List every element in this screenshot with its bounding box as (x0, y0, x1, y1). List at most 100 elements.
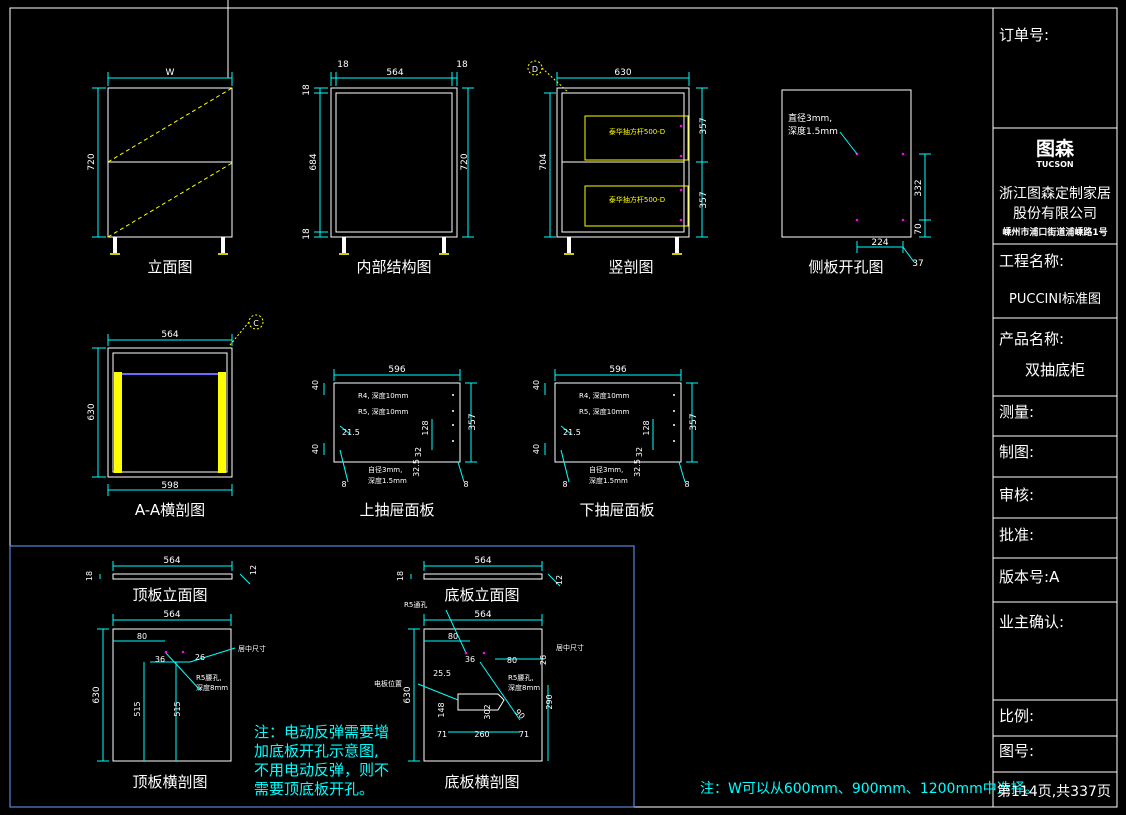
owner-confirm-label: 业主确认: (999, 613, 1065, 631)
product-label: 产品名称: (999, 330, 1065, 348)
bpp-dim-36: 36 (465, 655, 475, 664)
version-label: 版本号:A (999, 566, 1059, 587)
side-dim-224: 224 (871, 238, 888, 248)
td-dim-357: 357 (468, 413, 478, 430)
top-panel-plan-title: 顶板横剖图 (132, 773, 208, 791)
bd-dim-32: 32 (635, 447, 644, 457)
bd-dim-40a: 40 (532, 380, 541, 390)
section-dim-bottom: 357 (699, 191, 709, 208)
bottom-drawer-panel-view: 596 R4, 深度10mm R5, 深度10mm 21.5 自径3mm, 深度… (532, 365, 699, 489)
bd-dim-w: 596 (609, 365, 626, 375)
side-dim-37: 37 (912, 259, 923, 269)
bd-dim-128: 128 (642, 420, 651, 435)
note-line-3: 不用电动反弹，则不 (254, 761, 390, 779)
aa-dim-bottom: 598 (161, 481, 178, 491)
tpp-dim-80: 80 (137, 632, 147, 641)
bpp-dim-h: 630 (403, 686, 413, 703)
company-name-1: 浙江图森定制家居 (999, 186, 1111, 202)
bottom-panel-plan-title: 底板横剖图 (444, 773, 520, 791)
aa-section-title: A-A横剖图 (134, 501, 206, 519)
bd-dim-357: 357 (689, 413, 699, 430)
tpp-hole-2: 深度8mm (196, 683, 228, 692)
td-dim-32: 32 (414, 447, 423, 457)
tpp-dim-36: 36 (155, 655, 165, 664)
title-block-grid (993, 127, 1117, 773)
bpp-dim-25: 25.5 (433, 669, 451, 678)
inner-dim-h: 684 (309, 153, 319, 170)
td-dim-w: 596 (388, 365, 405, 375)
bpp-hole-2: 深度8mm (508, 683, 540, 692)
bottom-panel-elev-title: 底板立面图 (444, 586, 520, 604)
tpp-dim-h: 630 (92, 686, 102, 703)
top-panel-elev-title: 顶板立面图 (132, 586, 208, 604)
bottom-drawer-title: 下抽屉面板 (579, 501, 655, 519)
section-callout: D (532, 65, 538, 74)
td-dim-40a: 40 (311, 380, 320, 390)
width-options-note: 注：W可以从600mm、900mm、1200mm中选择。 (700, 781, 1039, 797)
bpp-dim-80b: 80 (507, 656, 517, 665)
bottom-panel-elevation-view: 564 18 12 (396, 556, 564, 587)
bd-dim-40b: 40 (532, 444, 541, 454)
vertical-section-view: D 630 704 357 357 泰华抽方杆500-D 泰华抽方杆500-D (527, 60, 709, 255)
aa-dim-h: 630 (87, 403, 97, 420)
tpe-dim-h: 18 (85, 571, 94, 581)
tpp-centre: 居中尺寸 (238, 644, 266, 653)
measure-label: 测量: (999, 403, 1035, 421)
bd-d5: 深度1.5mm (589, 476, 628, 485)
td-dim-32b: 32.5 (412, 459, 421, 477)
section-dim-h: 704 (539, 153, 549, 170)
company-logo: 图森 TUCSON (993, 138, 1117, 170)
td-dim-40b: 40 (311, 444, 320, 454)
top-drawer-title: 上抽屉面板 (359, 501, 435, 519)
company-name-2: 股份有限公司 (1013, 206, 1097, 222)
side-dim-332: 332 (914, 179, 924, 196)
top-panel-elevation-view: 564 18 12 (85, 556, 258, 585)
tpp-dim-26: 26 (195, 653, 205, 662)
tpp-dim-515a: 515 (133, 701, 142, 716)
bd-dim-8a: 8 (562, 480, 567, 489)
side-note-2: 深度1.5mm (788, 125, 838, 137)
aa-section-view: C 564 598 630 (87, 314, 264, 496)
note-line-4: 需要顶底板开孔。 (254, 780, 375, 798)
tpp-dim-515b: 515 (173, 701, 182, 716)
section-dim-w: 630 (614, 68, 631, 78)
draw-label: 制图: (999, 443, 1035, 461)
inner-dim-total: 720 (460, 153, 470, 170)
logo-cn: 图森 (1035, 138, 1074, 160)
tpp-dim-w: 564 (163, 610, 180, 620)
bd-d4: 自径3mm, (589, 465, 623, 474)
drawing-number-label: 图号: (999, 742, 1035, 760)
inner-structure-title: 内部结构图 (356, 258, 432, 276)
aa-dim-top: 564 (161, 330, 178, 340)
side-note-1: 直径3mm, (788, 112, 832, 124)
project-value: PUCCINI标准图 (1009, 292, 1101, 307)
vertical-section-title: 竖剖图 (608, 258, 654, 276)
tpe-dim-r: 12 (249, 565, 258, 575)
side-panel-view: 直径3mm, 深度1.5mm 332 70 224 37 (781, 89, 931, 269)
page-indicator: 第114页,共337页 (997, 784, 1111, 800)
td-dim-8a: 8 (341, 480, 346, 489)
bpp-r5: R5通孔 (404, 600, 427, 609)
scale-label: 比例: (999, 707, 1035, 725)
bd-dim-8b: 8 (684, 480, 689, 489)
bottom-panel-plan-view: 564 R5通孔 80 80 36 26 居中尺寸 电板位置 R5腰孔, 深度8… (374, 600, 584, 762)
bpp-dim-26: 26 (539, 655, 548, 665)
review-label: 审核: (999, 486, 1035, 504)
bd-d2: R5, 深度10mm (579, 407, 629, 416)
order-number-label: 订单号: (999, 26, 1050, 44)
tpe-dim-w: 564 (163, 556, 180, 566)
td-d5: 深度1.5mm (368, 476, 407, 485)
title-block: 订单号: 图森 TUCSON 浙江图森定制家居 股份有限公司 嵊州市浦口街道浦嵊… (993, 8, 1117, 807)
bpp-dim-302: 302 (483, 704, 492, 719)
version-value: A (1049, 568, 1060, 586)
electric-rebound-note: 注：电动反弹需要增 加底板开孔示意图, 不用电动反弹，则不 需要顶底板开孔。 (254, 723, 404, 799)
bpe-dim-w: 564 (474, 556, 491, 566)
side-panel-title: 侧板开孔图 (808, 258, 884, 276)
section-slide-label-2: 泰华抽方杆500-D (609, 195, 665, 204)
bpe-dim-r: 12 (555, 575, 564, 585)
elev-dim-h: 720 (87, 153, 97, 170)
inner-dim-mid: 564 (386, 68, 403, 78)
inner-dim-top: 18 (302, 84, 312, 96)
logo-en: TUCSON (1036, 160, 1074, 169)
inner-dim-right: 18 (456, 60, 468, 70)
